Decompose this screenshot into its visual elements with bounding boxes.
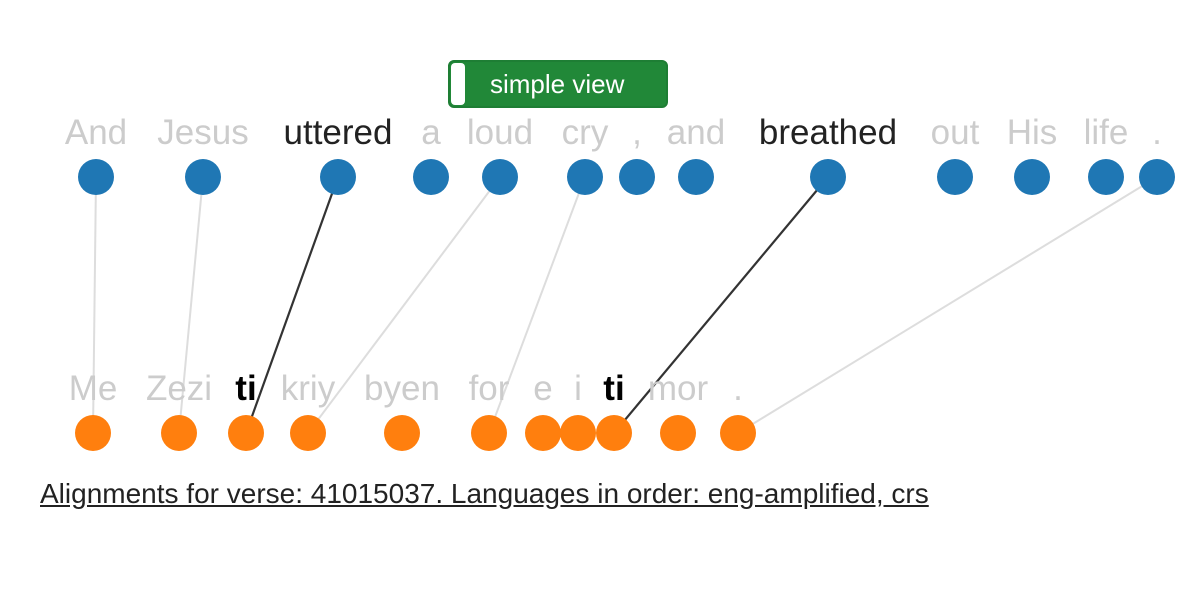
source-token-node[interactable]: [567, 159, 603, 195]
alignment-link: [244, 176, 340, 434]
source-token-nodes: [78, 159, 1175, 195]
target-token-node[interactable]: [660, 415, 696, 451]
source-token-label: life: [1084, 113, 1129, 152]
source-token-node[interactable]: [482, 159, 518, 195]
source-token-node[interactable]: [937, 159, 973, 195]
source-token-label: Jesus: [157, 113, 248, 152]
target-token-label: ti: [603, 369, 624, 408]
source-token-node[interactable]: [1088, 159, 1124, 195]
source-token-label: breathed: [759, 113, 897, 152]
target-token-label: Me: [69, 369, 118, 408]
target-token-node[interactable]: [560, 415, 596, 451]
alignment-link: [737, 176, 1158, 434]
simple-view-toggle[interactable]: simple view: [448, 60, 668, 108]
source-token-label: uttered: [284, 113, 393, 152]
target-token-label: kriy: [281, 369, 336, 408]
target-token-label: byen: [364, 369, 440, 408]
source-token-label: His: [1007, 113, 1058, 152]
toggle-label: simple view: [490, 69, 625, 99]
alignment-link: [92, 176, 97, 434]
source-token-label: and: [667, 113, 725, 152]
source-token-node[interactable]: [1139, 159, 1175, 195]
source-token-label: a: [421, 113, 441, 152]
source-token-label: ,: [632, 113, 642, 152]
source-token-node[interactable]: [678, 159, 714, 195]
target-token-label: .: [733, 369, 743, 408]
source-token-label: .: [1152, 113, 1162, 152]
target-token-node[interactable]: [596, 415, 632, 451]
target-token-node[interactable]: [75, 415, 111, 451]
source-token-node[interactable]: [185, 159, 221, 195]
source-token-node[interactable]: [619, 159, 655, 195]
toggle-knob[interactable]: [451, 63, 465, 105]
target-token-node[interactable]: [471, 415, 507, 451]
alignment-link: [307, 176, 501, 434]
source-token-label: out: [931, 113, 980, 152]
target-token-node[interactable]: [525, 415, 561, 451]
alignment-link: [488, 176, 586, 434]
target-token-node[interactable]: [720, 415, 756, 451]
target-token-node[interactable]: [228, 415, 264, 451]
target-token-node[interactable]: [161, 415, 197, 451]
target-token-label: i: [574, 369, 582, 408]
target-token-nodes: [75, 415, 756, 451]
source-token-node[interactable]: [810, 159, 846, 195]
alignment-caption-link[interactable]: Alignments for verse: 41015037. Language…: [40, 478, 929, 509]
source-token-node[interactable]: [78, 159, 114, 195]
source-token-node[interactable]: [1014, 159, 1050, 195]
source-token-label: loud: [467, 113, 533, 152]
source-token-node[interactable]: [320, 159, 356, 195]
target-token-label: ti: [235, 369, 256, 408]
alignment-links: [92, 176, 1158, 434]
alignment-link: [178, 176, 204, 434]
alignment-link: [613, 176, 829, 434]
target-token-node[interactable]: [290, 415, 326, 451]
source-token-node[interactable]: [413, 159, 449, 195]
target-token-label: for: [469, 369, 510, 408]
source-token-label: cry: [562, 113, 609, 152]
target-token-label: Zezi: [146, 369, 212, 408]
target-token-node[interactable]: [384, 415, 420, 451]
target-token-label: mor: [648, 369, 709, 408]
target-token-label: e: [533, 369, 552, 408]
source-token-label: And: [65, 113, 127, 152]
